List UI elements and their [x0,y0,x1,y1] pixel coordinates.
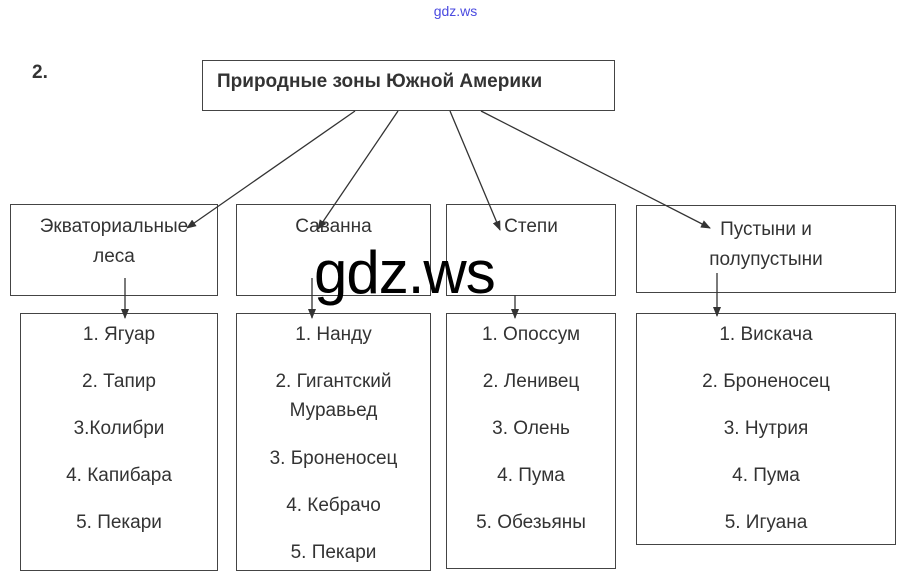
list-item: 4. Пума [497,465,565,486]
animal-list-equatorial: 1. Ягуар 2. Тапир 3.Колибри 4. Капибара … [20,313,218,571]
list-item: 5. Пекари [76,512,162,533]
zone-node-steppe: Степи [446,204,616,296]
zone-node-savanna: Саванна [236,204,431,296]
list-item: 4. Пума [732,465,800,486]
watermark-center: gdz.ws [314,239,496,306]
animal-list-desert: 1. Вискача 2. Броненосец 3. Нутрия 4. Пу… [636,313,896,545]
list-item: 3.Колибри [73,418,165,439]
arrow-to-equatorial [186,110,356,229]
arrow-to-savanna [317,110,399,230]
zone-label: Пустыни и [720,219,812,240]
list-item: 1. Ягуар [82,324,156,345]
watermark-top: gdz.ws [433,3,478,19]
zone-node-desert: Пустыни и полупустыни [636,205,896,293]
list-item: 4. Капибара [66,465,172,486]
list-item: 5. Обезьяны [476,512,586,533]
list-item: 1. Опоссум [481,324,581,345]
list-item: 5. Игуана [724,512,808,533]
list-item: 3. Олень [492,418,570,439]
animal-list-steppe: 1. Опоссум 2. Ленивец 3. Олень 4. Пума 5… [446,313,616,569]
list-item: Муравьед [289,400,378,421]
list-item: 2. Тапир [82,371,156,392]
zone-node-equatorial: Экваториальные леса [10,204,218,296]
list-item: 1. Вискача [719,324,813,345]
list-item: 3. Нутрия [723,418,809,439]
list-item: 1. Нанду [295,324,372,345]
list-item: 2. Броненосец [702,371,830,392]
list-item: 2. Ленивец [482,371,580,392]
task-number: 2. [32,62,48,83]
list-item: 2. Гигантский [275,371,392,392]
list-item: 4. Кебрачо [286,495,381,516]
zone-label: полупустыни [709,249,823,270]
zone-label: Степи [504,216,558,237]
root-node: Природные зоны Южной Америки [202,60,615,111]
animal-list-savanna: 1. Нанду 2. Гигантский Муравьед 3. Броне… [236,313,431,571]
list-item: 3. Броненосец [269,448,398,469]
zone-label: леса [93,246,135,267]
zone-label: Саванна [295,216,372,237]
arrow-to-steppe [449,110,501,231]
arrow-to-desert [480,110,711,229]
list-item: 5. Пекари [290,542,377,563]
zone-label: Экваториальные [39,216,189,237]
